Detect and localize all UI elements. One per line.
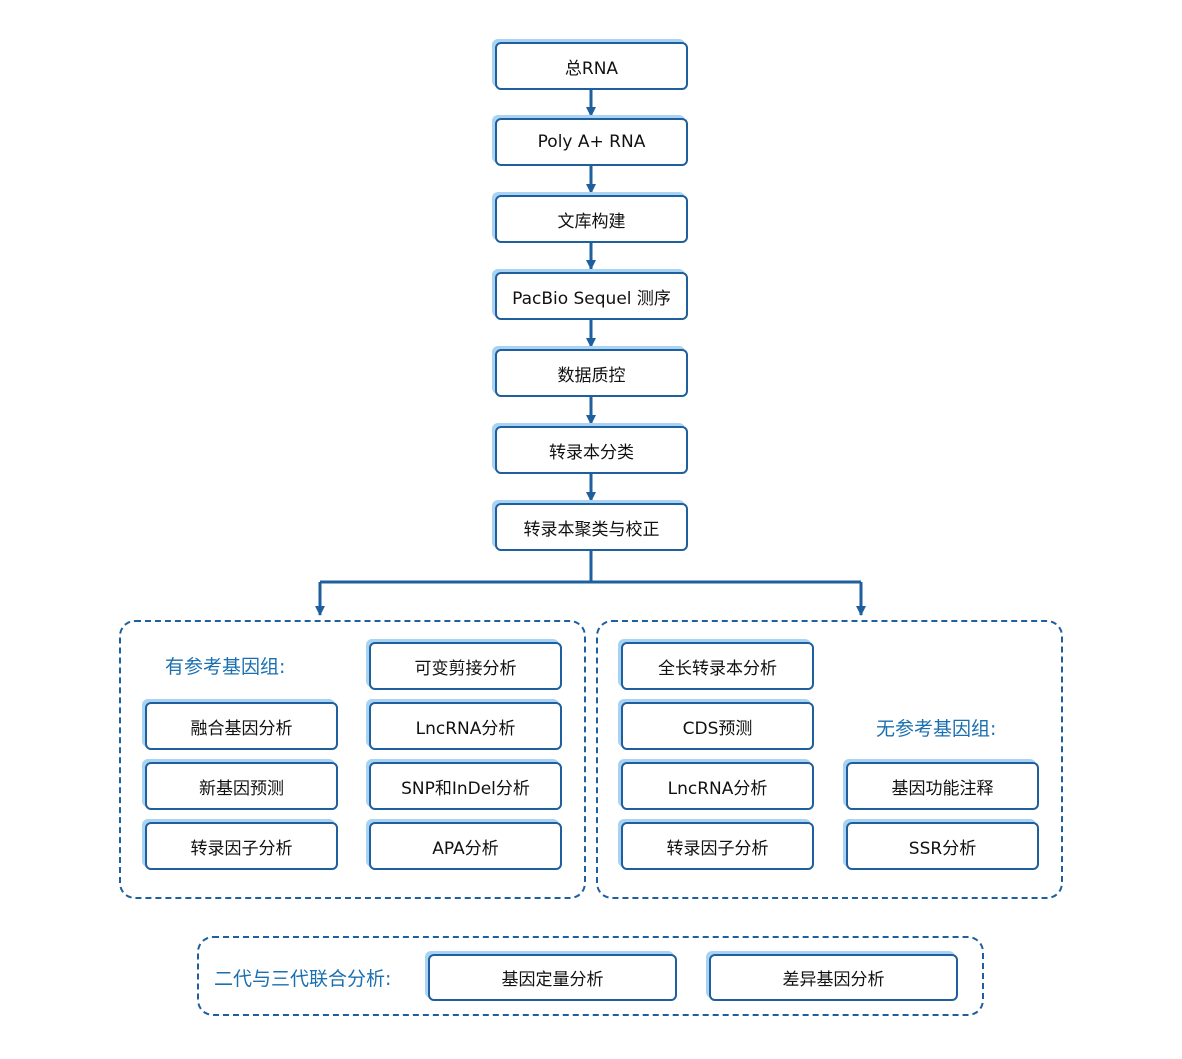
ref-fusion-gene: 融合基因分析 <box>145 702 338 750</box>
branch-connector <box>320 551 593 584</box>
noref-genome-group <box>596 620 1063 899</box>
noref-ssr: SSR分析 <box>846 822 1039 870</box>
noref-gene-annotation: 基因功能注释 <box>846 762 1039 810</box>
ref-lncrna: LncRNA分析 <box>369 702 562 750</box>
ref-apa: APA分析 <box>369 822 562 870</box>
step-library-construction: 文库构建 <box>495 195 688 243</box>
ref-genome-label: 有参考基因组: <box>165 656 286 678</box>
ref-novel-gene: 新基因预测 <box>145 762 338 810</box>
ref-alt-splicing: 可变剪接分析 <box>369 642 562 690</box>
step-data-qc: 数据质控 <box>495 349 688 397</box>
noref-tf-analysis: 转录因子分析 <box>621 822 814 870</box>
step-pacbio-sequencing: PacBio Sequel 测序 <box>495 272 688 320</box>
noref-full-length: 全长转录本分析 <box>621 642 814 690</box>
step-transcript-classification: 转录本分类 <box>495 426 688 474</box>
step-total-rna: 总RNA <box>495 42 688 90</box>
combo-label: 二代与三代联合分析: <box>214 968 392 990</box>
ref-tf-analysis: 转录因子分析 <box>145 822 338 870</box>
noref-cds: CDS预测 <box>621 702 814 750</box>
step-transcript-clustering: 转录本聚类与校正 <box>495 503 688 551</box>
combo-group <box>197 936 984 1016</box>
ref-snp-indel: SNP和InDel分析 <box>369 762 562 810</box>
combo-diff-gene: 差异基因分析 <box>709 954 958 1001</box>
noref-genome-label: 无参考基因组: <box>876 718 997 740</box>
noref-lncrna: LncRNA分析 <box>621 762 814 810</box>
ref-genome-group <box>119 620 586 899</box>
step-polya-rna: Poly A+ RNA <box>495 118 688 166</box>
combo-gene-quant: 基因定量分析 <box>428 954 677 1001</box>
